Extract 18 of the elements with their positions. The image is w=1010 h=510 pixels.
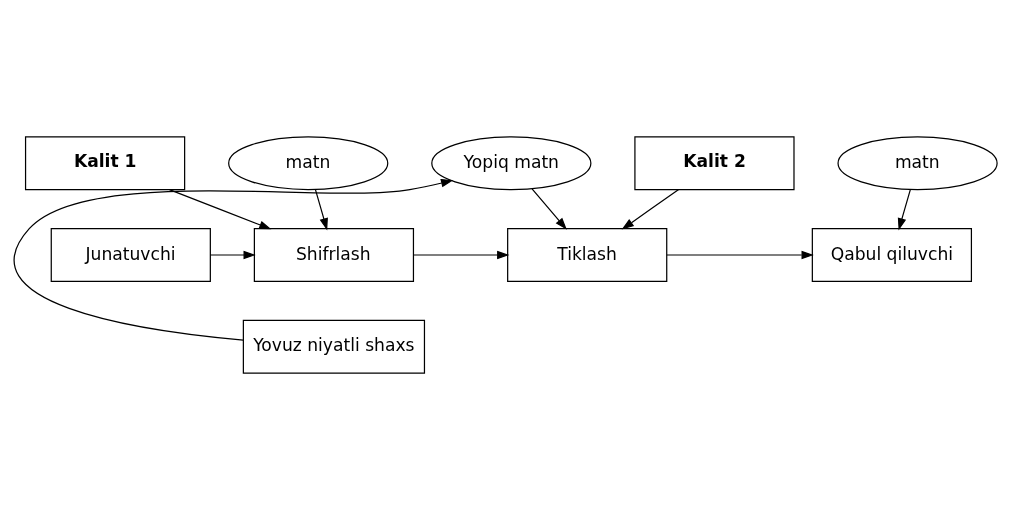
node-box: Shifrlash <box>253 228 414 282</box>
node-box: Tiklash <box>506 228 667 282</box>
arrow <box>897 189 911 231</box>
node-box: Kalit 2 <box>633 136 795 191</box>
node-box: Yovuz niyatli shaxs <box>242 319 425 374</box>
arrow <box>13 178 453 341</box>
arrow <box>314 189 328 231</box>
arrow <box>168 188 271 230</box>
node-box: Junatuvchi <box>50 228 211 282</box>
node-ellipse: matn <box>836 136 998 191</box>
node-box: Qabul qiluvchi <box>811 228 972 282</box>
arrow <box>412 250 509 260</box>
node-box: Kalit 1 <box>24 136 185 191</box>
arrow <box>665 250 814 260</box>
arrow <box>209 250 256 260</box>
arrow <box>530 188 567 230</box>
arrow <box>621 188 679 230</box>
node-ellipse: matn <box>227 136 388 191</box>
